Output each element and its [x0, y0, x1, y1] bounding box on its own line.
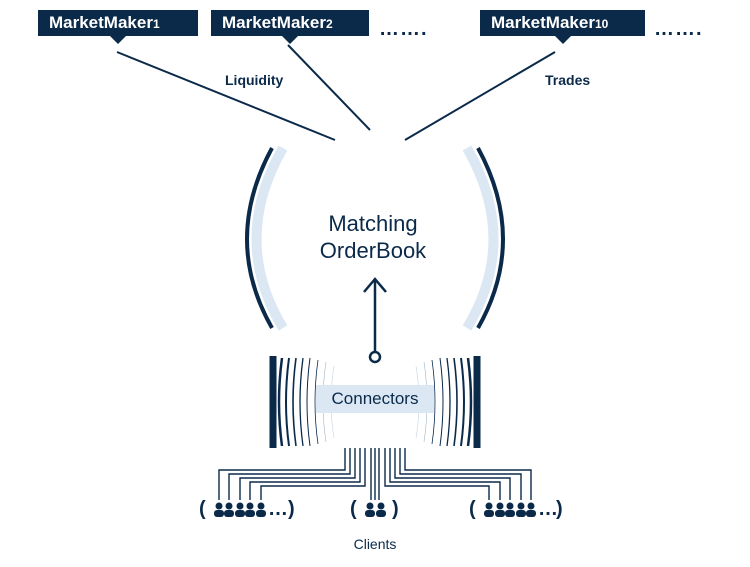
pointer-icon	[282, 36, 298, 44]
user-icon	[245, 502, 255, 517]
user-icon	[495, 502, 505, 517]
client-wiring	[218, 448, 532, 500]
right-client-icons	[484, 502, 536, 517]
left-group-open: (	[199, 498, 206, 520]
user-icon	[256, 502, 266, 517]
market-maker-1-tag: MarketMaker1	[38, 10, 198, 44]
connectors-label: Connectors	[331, 389, 419, 408]
user-icon	[365, 502, 375, 517]
liquidity-lines	[116, 44, 556, 141]
left-group-trail: …	[268, 498, 288, 520]
middle-group-open: (	[350, 498, 357, 520]
market-maker-1-sub: 1	[152, 17, 160, 31]
market-maker-2-tag: MarketMaker2	[211, 10, 369, 44]
market-maker-1-label: MarketMaker	[49, 13, 153, 32]
mm2-line	[287, 44, 371, 131]
matching-title-line1: Matching	[328, 211, 418, 236]
right-group-close: )	[556, 498, 563, 520]
user-icon	[224, 502, 234, 517]
left-group-close: )	[288, 498, 295, 520]
middle-group-close: )	[392, 498, 399, 520]
connectors-right-bars	[415, 356, 481, 448]
market-maker-10-sub: 10	[594, 17, 609, 31]
mm1-line	[116, 51, 336, 141]
ellipsis-1: …….	[379, 18, 428, 40]
left-client-icons	[214, 502, 266, 517]
user-icon	[505, 502, 515, 517]
connectors-band	[316, 385, 434, 413]
user-icon	[526, 502, 536, 517]
matching-title-line2: OrderBook	[319, 238, 427, 263]
middle-client-icons	[365, 502, 386, 517]
right-group-open: (	[469, 498, 476, 520]
left-bracket	[245, 147, 274, 329]
market-maker-2-sub: 2	[325, 17, 333, 31]
right-bracket	[476, 147, 505, 329]
up-arrow-icon	[363, 277, 387, 364]
market-maker-10-tag: MarketMaker10	[480, 10, 645, 44]
trades-label: Trades	[545, 72, 591, 88]
market-maker-2-label: MarketMaker	[222, 13, 326, 32]
mm10-line	[404, 51, 556, 141]
pointer-icon	[110, 36, 126, 44]
liquidity-label: Liquidity	[225, 72, 284, 88]
user-icon	[484, 502, 494, 517]
user-icon	[516, 502, 526, 517]
user-icon	[376, 502, 386, 517]
user-icon	[214, 502, 224, 517]
ellipsis-2: …….	[654, 18, 703, 40]
user-icon	[235, 502, 245, 517]
right-bracket-shadow	[462, 145, 499, 331]
right-group-trail: …	[538, 498, 558, 520]
pointer-icon	[554, 36, 571, 44]
market-maker-10-label: MarketMaker	[491, 13, 595, 32]
left-bracket-shadow	[251, 145, 288, 331]
clients-label: Clients	[353, 536, 397, 552]
